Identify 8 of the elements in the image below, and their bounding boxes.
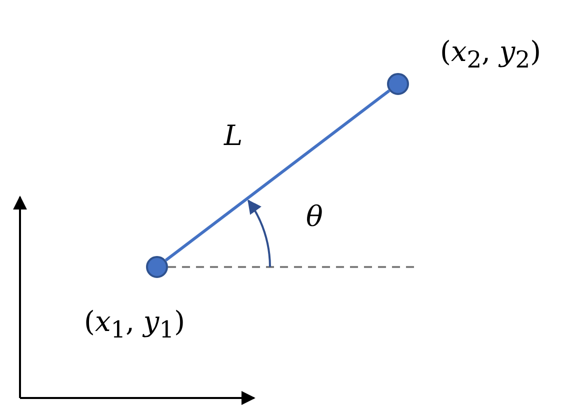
coordinate-label: (x$_{1}$, y$_{1}$) (84, 308, 185, 342)
edge-label: L (224, 122, 243, 150)
reference-line (168, 266, 415, 268)
endpoint-dot (387, 73, 409, 95)
coordinate-label: (x$_{2}$, y$_{2}$) (440, 38, 541, 72)
line-segment (164, 89, 390, 262)
endpoint-dot (146, 256, 168, 278)
angle-label: θ (306, 203, 323, 231)
